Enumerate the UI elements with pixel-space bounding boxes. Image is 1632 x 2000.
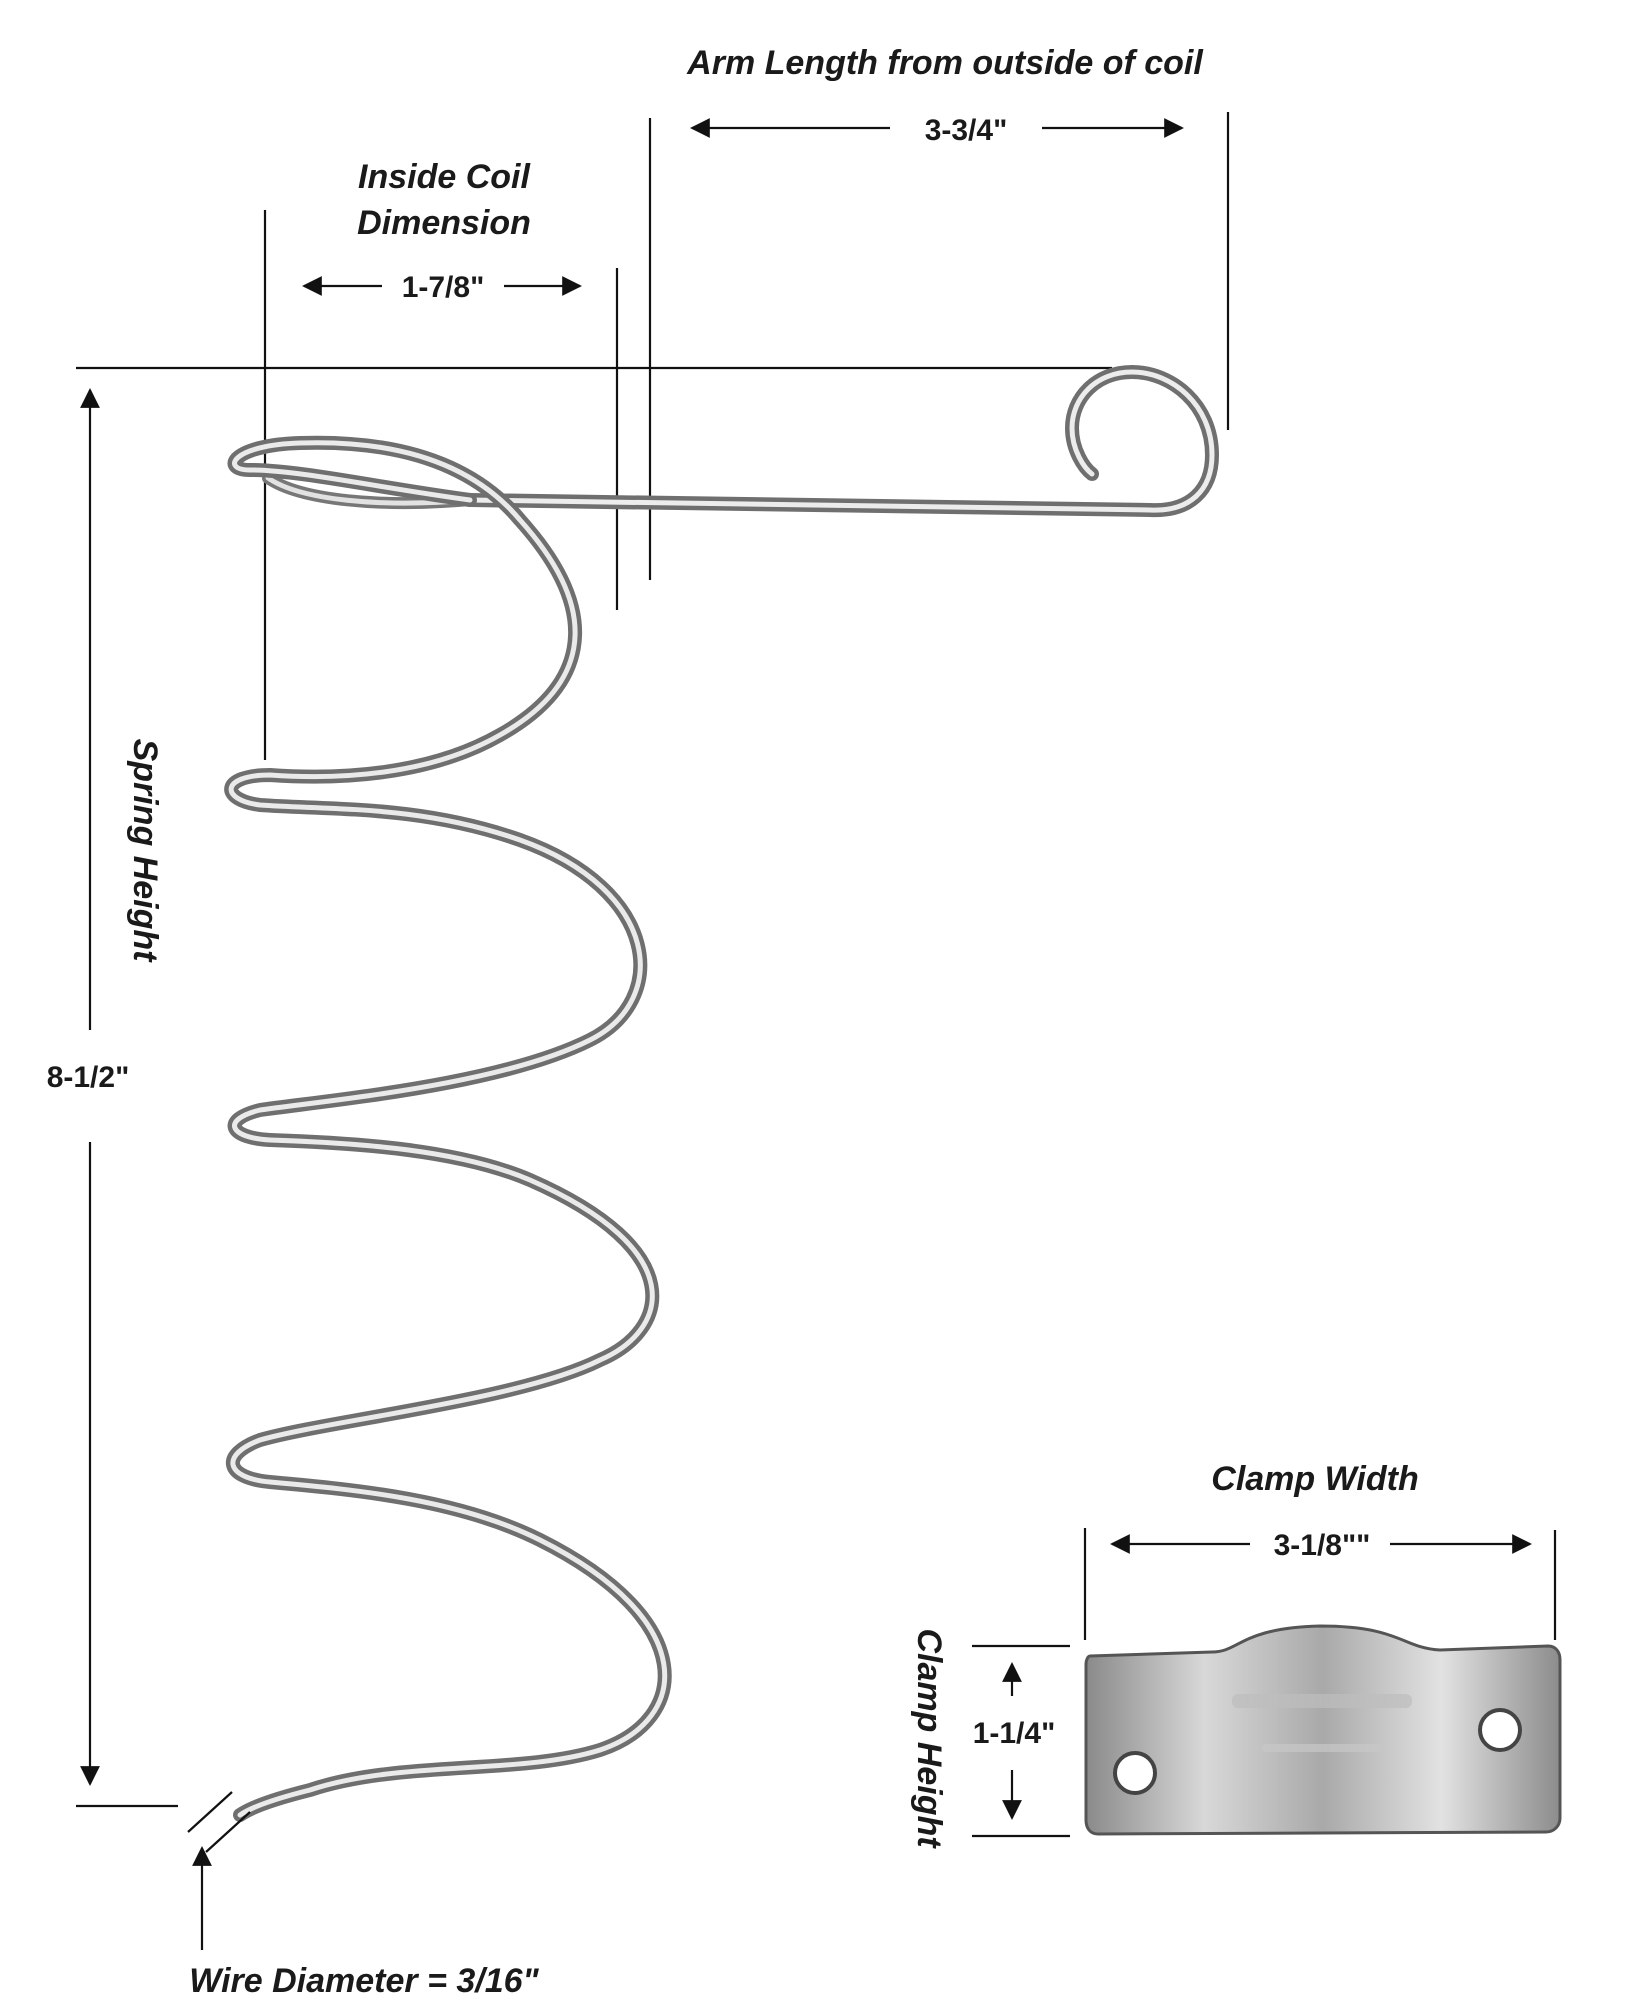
clamp-height-value: 1-1/4" [973, 1717, 1056, 1750]
inside-coil-label-line2: Dimension [357, 204, 531, 242]
spring-height-label: Spring Height [126, 739, 164, 964]
clamp-width-label: Clamp Width [1211, 1460, 1418, 1498]
wire-diameter-label: Wire Diameter = 3/16" [189, 1962, 539, 2000]
clamp-engraving-mark [1232, 1694, 1412, 1708]
spring-height-value: 8-1/2" [47, 1061, 130, 1094]
clamp-height-label: Clamp Height [910, 1628, 948, 1849]
clamp-hole-right [1478, 1708, 1522, 1752]
spring-coil [224, 365, 1219, 1822]
clamp-engraving-mark-small [1262, 1744, 1382, 1752]
clamp-image [1084, 1624, 1562, 1836]
spring-arm [463, 365, 1219, 518]
wire-diameter-tick-bottom [205, 1811, 251, 1853]
inside-coil-label-line1: Inside Coil [358, 158, 531, 196]
arm-length-label: Arm Length from outside of coil [686, 44, 1204, 82]
clamp-hole-left [1113, 1751, 1157, 1795]
clamp-width-value: 3-1/8"" [1274, 1529, 1371, 1562]
wire-diameter-tick-top [187, 1791, 233, 1833]
arm-length-value: 3-3/4" [925, 114, 1008, 147]
inside-coil-value: 1-7/8" [402, 271, 485, 304]
